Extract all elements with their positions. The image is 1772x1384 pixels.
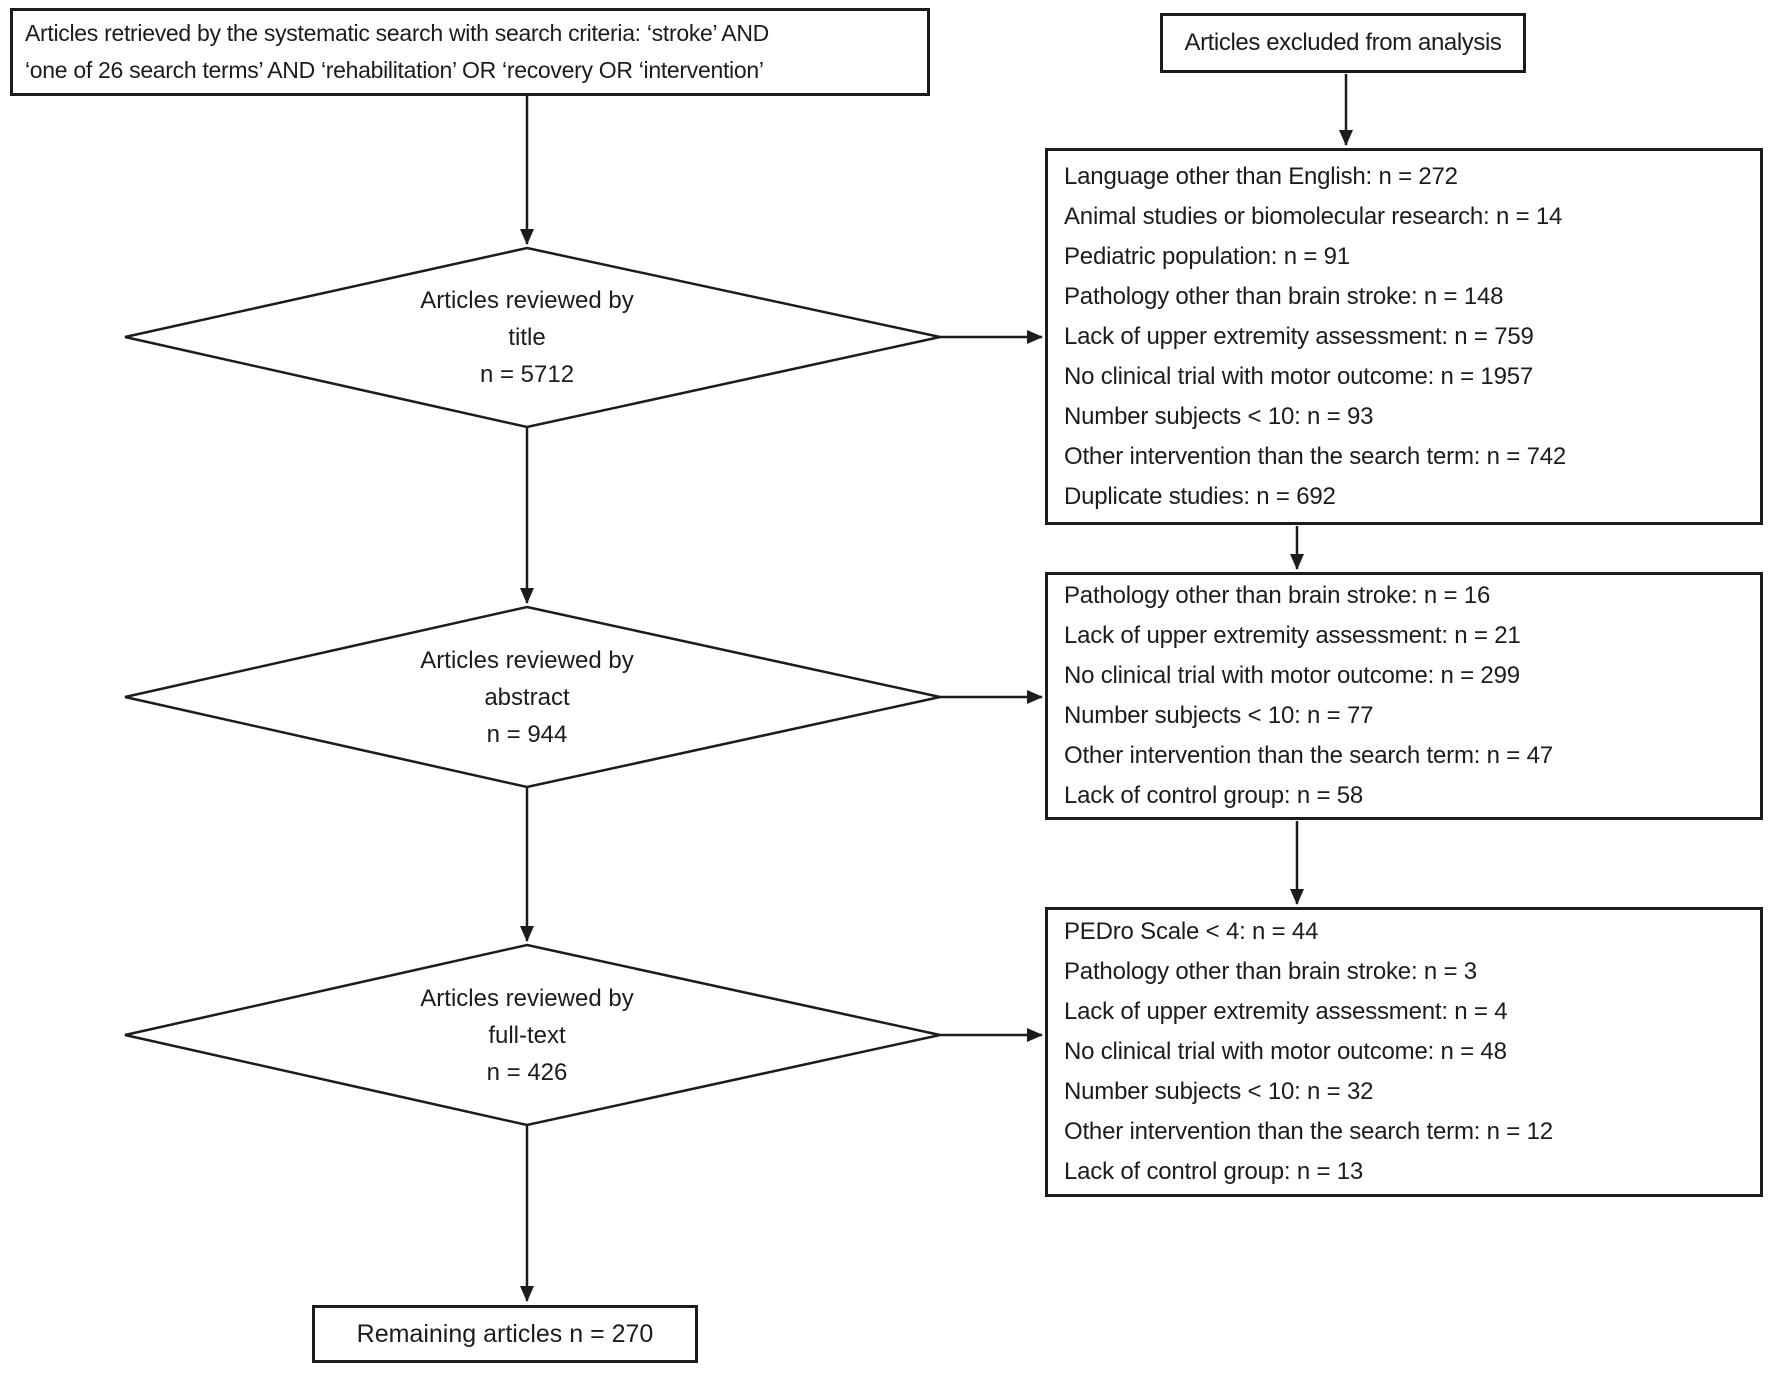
exclusion-reason: No clinical trial with motor outcome: n …: [1064, 362, 1534, 390]
diamond-abstract: Articles reviewed by abstract n = 944: [307, 642, 747, 753]
diamond-fulltext-line-1: Articles reviewed by: [420, 985, 634, 1012]
diamond-fulltext-count: n = 426: [486, 1059, 568, 1086]
exclusion-reason: Lack of upper extremity assessment: n = …: [1064, 322, 1534, 350]
diamond-abstract-line-2: abstract: [484, 684, 570, 711]
exclusion-reason: Animal studies or biomolecular research:…: [1064, 202, 1563, 230]
exclusions-fulltext-box: PEDro Scale < 4: n = 44 Pathology other …: [1045, 907, 1763, 1197]
exclusion-reason: Other intervention than the search term:…: [1064, 1118, 1553, 1145]
exclusion-reason: Lack of control group: n = 58: [1064, 782, 1364, 809]
exclusions-title-box: Language other than English: n = 272 Ani…: [1045, 148, 1763, 525]
excluded-header-label: Articles excluded from analysis: [1184, 29, 1502, 56]
exclusions-abstract-box: Pathology other than brain stroke: n = 1…: [1045, 572, 1763, 820]
exclusion-reason: Lack of upper extremity assessment: n = …: [1064, 622, 1521, 649]
exclusion-reason: Pathology other than brain stroke: n = 3: [1064, 958, 1477, 985]
exclusion-reason: Lack of control group: n = 13: [1064, 1158, 1364, 1185]
diamond-fulltext: Articles reviewed by full-text n = 426: [307, 980, 747, 1091]
search-criteria-box: Articles retrieved by the systematic sea…: [10, 8, 930, 96]
diamond-title-line-2: title: [508, 324, 546, 351]
exclusion-reason: Language other than English: n = 272: [1064, 162, 1458, 190]
search-criteria-line-1: Articles retrieved by the systematic sea…: [25, 20, 769, 46]
exclusion-reason: Lack of upper extremity assessment: n = …: [1064, 998, 1508, 1025]
exclusion-reason: Pediatric population: n = 91: [1064, 242, 1350, 270]
remaining-articles-box: Remaining articles n = 270: [312, 1305, 698, 1363]
exclusion-reason: PEDro Scale < 4: n = 44: [1064, 918, 1319, 945]
excluded-header-box: Articles excluded from analysis: [1160, 13, 1526, 73]
exclusion-reason: Duplicate studies: n = 692: [1064, 482, 1336, 510]
diamond-title: Articles reviewed by title n = 5712: [307, 282, 747, 393]
exclusion-reason: Other intervention than the search term:…: [1064, 742, 1553, 769]
exclusion-reason: Number subjects < 10: n = 32: [1064, 1078, 1374, 1105]
diamond-fulltext-line-2: full-text: [488, 1022, 566, 1049]
diamond-title-count: n = 5712: [479, 361, 575, 388]
search-criteria-line-2: ‘one of 26 search terms’ AND ‘rehabilita…: [25, 57, 764, 83]
exclusion-reason: Number subjects < 10: n = 77: [1064, 702, 1374, 729]
remaining-articles-label: Remaining articles n = 270: [356, 1319, 654, 1348]
exclusion-reason: Number subjects < 10: n = 93: [1064, 402, 1374, 430]
exclusion-reason: Pathology other than brain stroke: n = 1…: [1064, 582, 1491, 609]
diamond-title-line-1: Articles reviewed by: [420, 287, 634, 314]
exclusion-reason: No clinical trial with motor outcome: n …: [1064, 1038, 1507, 1065]
exclusion-reason: Pathology other than brain stroke: n = 1…: [1064, 282, 1504, 310]
exclusion-reason: Other intervention than the search term:…: [1064, 442, 1567, 470]
diamond-abstract-line-1: Articles reviewed by: [420, 647, 634, 674]
exclusion-reason: No clinical trial with motor outcome: n …: [1064, 662, 1520, 689]
diamond-abstract-count: n = 944: [486, 721, 568, 748]
